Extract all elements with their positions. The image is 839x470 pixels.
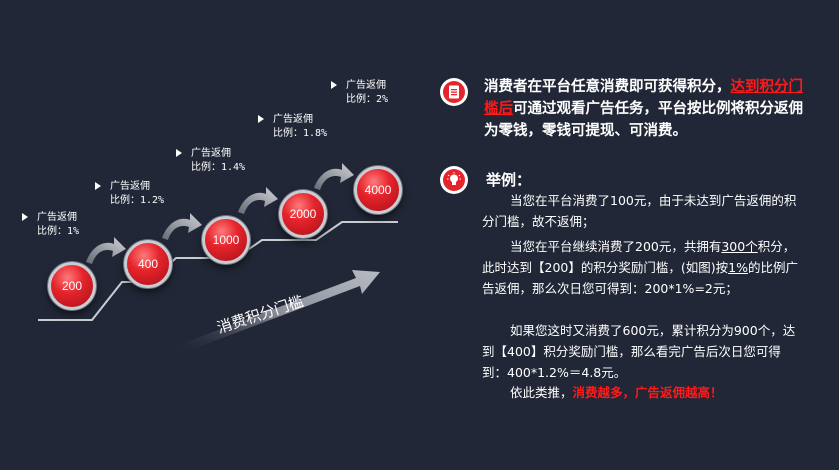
tier-ball-400: 400 — [124, 240, 172, 288]
lightbulb-icon — [447, 172, 461, 185]
tier-ball-2000: 2000 — [279, 190, 327, 238]
lightbulb-icon-badge — [440, 166, 468, 194]
example-p2-underline-2: 1% — [728, 260, 748, 275]
tier-title: 广告返佣 — [346, 80, 386, 91]
tier-ratio: 比例：2% — [346, 94, 389, 105]
tier-label-4: 广告返佣 比例：1.8% — [258, 113, 327, 141]
tier-ball-4000: 4000 — [354, 166, 402, 214]
tier-ball-1000: 1000 — [202, 216, 250, 264]
triangle-bullet-icon — [22, 213, 28, 221]
tier-ratio: 比例：1.8% — [273, 128, 328, 139]
tier-title: 广告返佣 — [37, 212, 77, 223]
tier-label-3: 广告返佣 比例：1.4% — [176, 147, 245, 175]
tier-title: 广告返佣 — [110, 181, 150, 192]
intro-highlight: 达到积分门槛后 — [484, 79, 803, 117]
curved-arrow-icon — [86, 163, 354, 264]
tier-points: 400 — [137, 257, 159, 271]
example-paragraph-4: 依此类推，消费越多，广告返佣越高！ — [482, 382, 802, 403]
tier-ratio: 比例：1.4% — [191, 162, 246, 173]
example-p3-text: 如果您这时又消费了600元，累计积分为900个，达到【400】积分奖励门槛，那么… — [482, 323, 796, 380]
big-arrow-icon — [176, 270, 380, 354]
intro-part2: 可通过观看广告任务，平台按比例将积分返佣为零钱，零钱可提现、可消费。 — [484, 101, 803, 139]
example-paragraph-3: 如果您这时又消费了600元，累计积分为900个，达到【400】积分奖励门槛，那么… — [482, 320, 802, 383]
triangle-bullet-icon — [258, 115, 264, 123]
example-p4-highlight: 消费越多，广告返佣越高！ — [572, 385, 723, 400]
document-icon — [449, 85, 459, 99]
tier-ball-200: 200 — [48, 262, 96, 310]
tier-points: 2000 — [289, 207, 317, 221]
example-p1-text: 当您在平台消费了100元，由于未达到广告返佣的积分门槛，故不返佣； — [482, 193, 797, 229]
document-icon-badge — [440, 78, 468, 106]
example-title: 举例： — [486, 171, 532, 189]
intro-part1: 消费者在平台任意消费即可获得积分， — [484, 79, 731, 95]
example-p2-text-b: 积分，此时达到【200】的积分奖励门槛，(如图)按 — [482, 239, 796, 275]
tier-label-2: 广告返佣 比例：1.2% — [95, 180, 164, 208]
tier-ratio: 比例：1.2% — [110, 195, 165, 206]
example-p2-underline-1: 300个 — [721, 239, 758, 254]
example-p2-text-c: 的比例广告返佣，那么次日您可得到：200*1%=2元； — [482, 260, 798, 296]
tier-title: 广告返佣 — [191, 148, 231, 159]
tier-ratio: 比例：1% — [37, 226, 80, 237]
tier-label-5: 广告返佣 比例：2% — [331, 79, 388, 107]
intro-text: 消费者在平台任意消费即可获得积分，达到积分门槛后可通过观看广告任务，平台按比例将… — [484, 76, 814, 142]
example-p2-text-a: 当您在平台继续消费了200元，共拥有 — [510, 239, 722, 254]
tier-points: 4000 — [364, 183, 392, 197]
triangle-bullet-icon — [95, 182, 101, 190]
example-p4-text: 依此类推， — [510, 385, 573, 400]
tier-points: 1000 — [212, 233, 240, 247]
triangle-bullet-icon — [331, 81, 337, 89]
example-paragraph-1: 当您在平台消费了100元，由于未达到广告返佣的积分门槛，故不返佣； — [482, 190, 802, 232]
triangle-bullet-icon — [176, 149, 182, 157]
tier-points: 200 — [61, 279, 83, 293]
tier-label-1: 广告返佣 比例：1% — [22, 211, 79, 239]
example-paragraph-2: 当您在平台继续消费了200元，共拥有300个积分，此时达到【200】的积分奖励门… — [482, 236, 802, 299]
tier-title: 广告返佣 — [273, 114, 313, 125]
